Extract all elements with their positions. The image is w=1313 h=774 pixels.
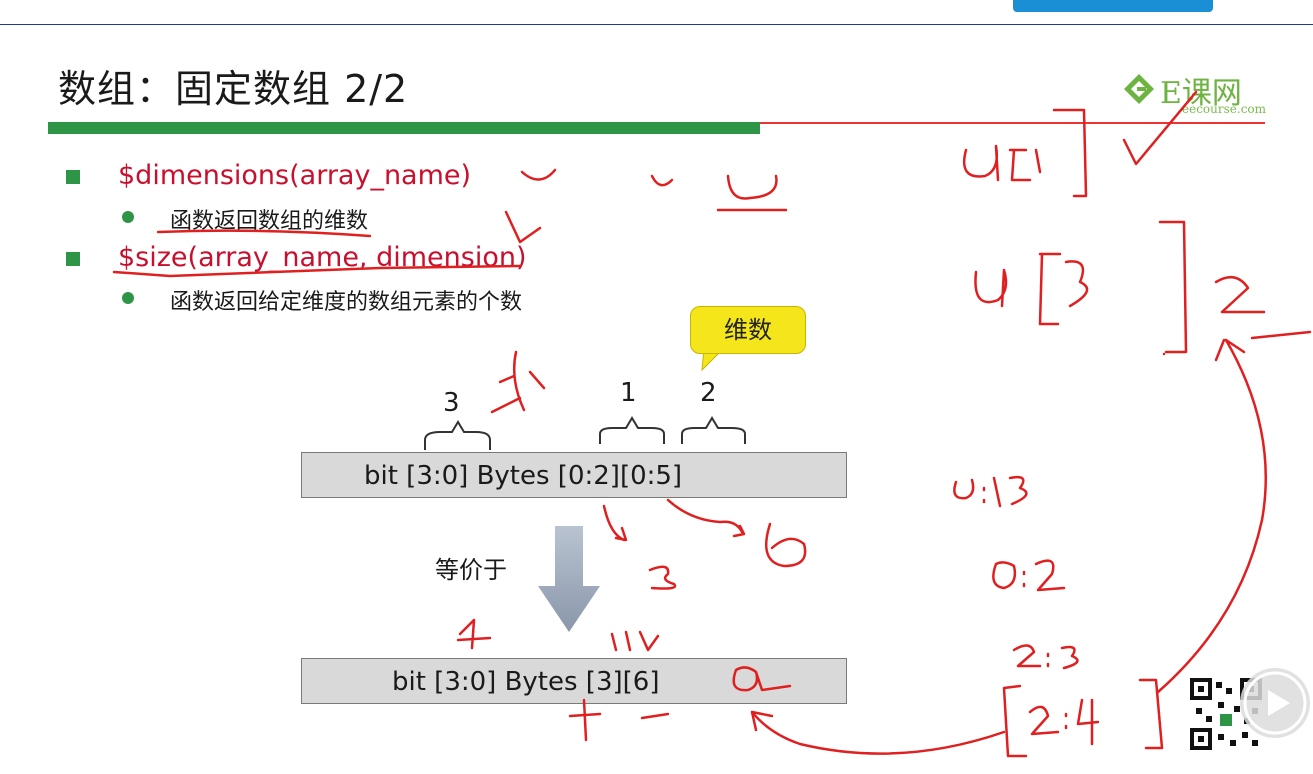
top-divider [0, 24, 1313, 25]
top-tab-button[interactable] [1013, 0, 1213, 12]
bullet-size-desc: 函数返回给定维度的数组元素的个数 [170, 290, 523, 315]
label-dim-2: 2 [700, 378, 717, 408]
title-underline [48, 122, 760, 134]
bullet-dot [122, 292, 134, 304]
logo-name: E课网 [1160, 76, 1242, 111]
equivalent-label: 等价于 [435, 556, 507, 584]
label-packed-width: 3 [443, 388, 460, 418]
play-button[interactable] [1240, 668, 1310, 738]
title-underline-ink [760, 122, 1265, 124]
bullet-square [66, 252, 80, 266]
ecourse-logo-icon [1124, 74, 1154, 104]
bullet-dot [122, 211, 134, 223]
label-dim-1: 1 [620, 378, 637, 408]
bullet-square [66, 170, 80, 184]
bullet-dimensions: $dimensions(array_name) [118, 160, 472, 191]
arrow-down-icon [538, 526, 600, 632]
array-declaration-box: bit [3:0] Bytes [0:2][0:5] [301, 452, 847, 498]
logo-sub: eecourse.com [1182, 102, 1267, 116]
callout-dimension: 维数 [690, 306, 806, 354]
play-icon [1243, 671, 1307, 735]
slide-title: 数组：固定数组 2/2 [58, 67, 409, 111]
